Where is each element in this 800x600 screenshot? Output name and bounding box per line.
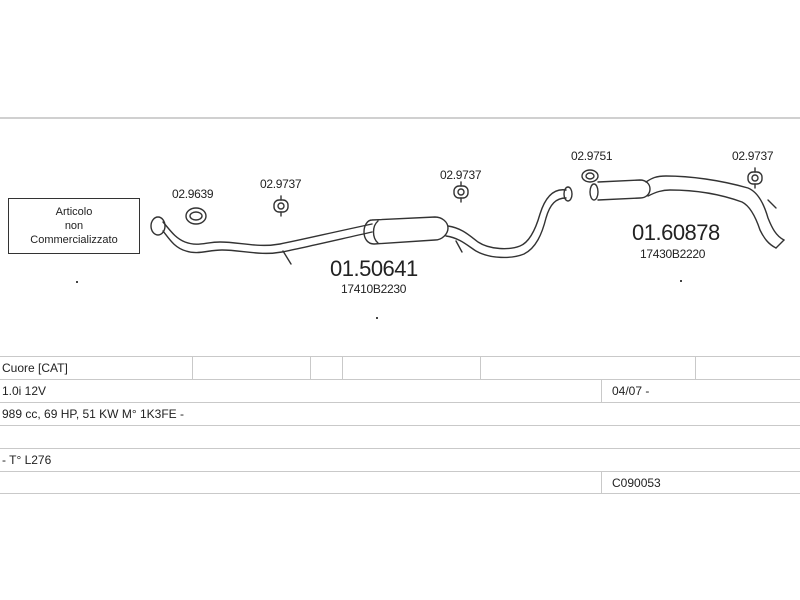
date-range-cell: 04/07 - [612,384,650,398]
front-pipe [162,221,373,247]
engine-cell: 989 cc, 69 HP, 51 KW M° 1K3FE - [2,407,184,421]
table-row: Cuore [CAT] [0,356,800,379]
middle-section-oem: 17410B2230 [341,282,407,296]
gasket-02-9639 [185,207,207,225]
column-divider [480,357,481,379]
front-flange [150,216,166,236]
gasket-code-2: 02.9751 [571,149,613,163]
column-divider [695,357,696,379]
hanger-02-9737-b [453,181,469,203]
model-cell: Cuore [CAT] [2,361,68,375]
middle-section-code: 01.50641 [330,256,418,281]
column-divider [342,357,343,379]
table-row: 989 cc, 69 HP, 51 KW M° 1K3FE - [0,402,800,425]
hanger-code-3: 02.9737 [732,149,774,163]
table-row: 1.0i 12V 04/07 - [0,379,800,402]
not-sold-notice: Articolo non Commercializzato [8,198,140,254]
notice-line-2: non [64,220,84,232]
hanger-code-2: 02.9737 [440,168,482,182]
column-divider [310,357,311,379]
version-cell: 1.0i 12V [2,384,47,398]
vehicle-info-table: Cuore [CAT] 1.0i 12V 04/07 - 989 cc, 69 … [0,356,800,494]
gasket-02-9751 [581,169,599,183]
exhaust-drawing [150,167,785,265]
exhaust-diagram: Articolo non Commercializzato 02.9639 02… [0,118,800,358]
catalog-code-cell: C090053 [612,476,661,490]
hanger-02-9737-a [273,195,289,217]
marker-dot [680,280,682,282]
rear-section-code: 01.60878 [632,220,720,245]
marker-dot [376,317,378,319]
table-row: C090053 [0,471,800,494]
column-divider [192,357,193,379]
hanger-02-9737-c [747,167,763,189]
rear-flange [589,183,599,201]
chassis-cell: - T° L276 [2,453,52,467]
top-rule [0,117,800,119]
gasket-code-1: 02.9639 [172,187,214,201]
notice-line-3: Commercializzato [30,234,118,246]
notice-line-1: Articolo [55,206,93,218]
rear-muffler [597,179,651,201]
table-row: - T° L276 [0,448,800,471]
connecting-pipe [447,189,567,250]
mid-flange [563,186,573,202]
column-divider [601,380,602,402]
rear-section-oem: 17430B2220 [640,247,706,261]
marker-dot [76,281,78,283]
hanger-code-1: 02.9737 [260,177,302,191]
middle-muffler [363,216,449,245]
column-divider [601,472,602,494]
table-row [0,425,800,448]
